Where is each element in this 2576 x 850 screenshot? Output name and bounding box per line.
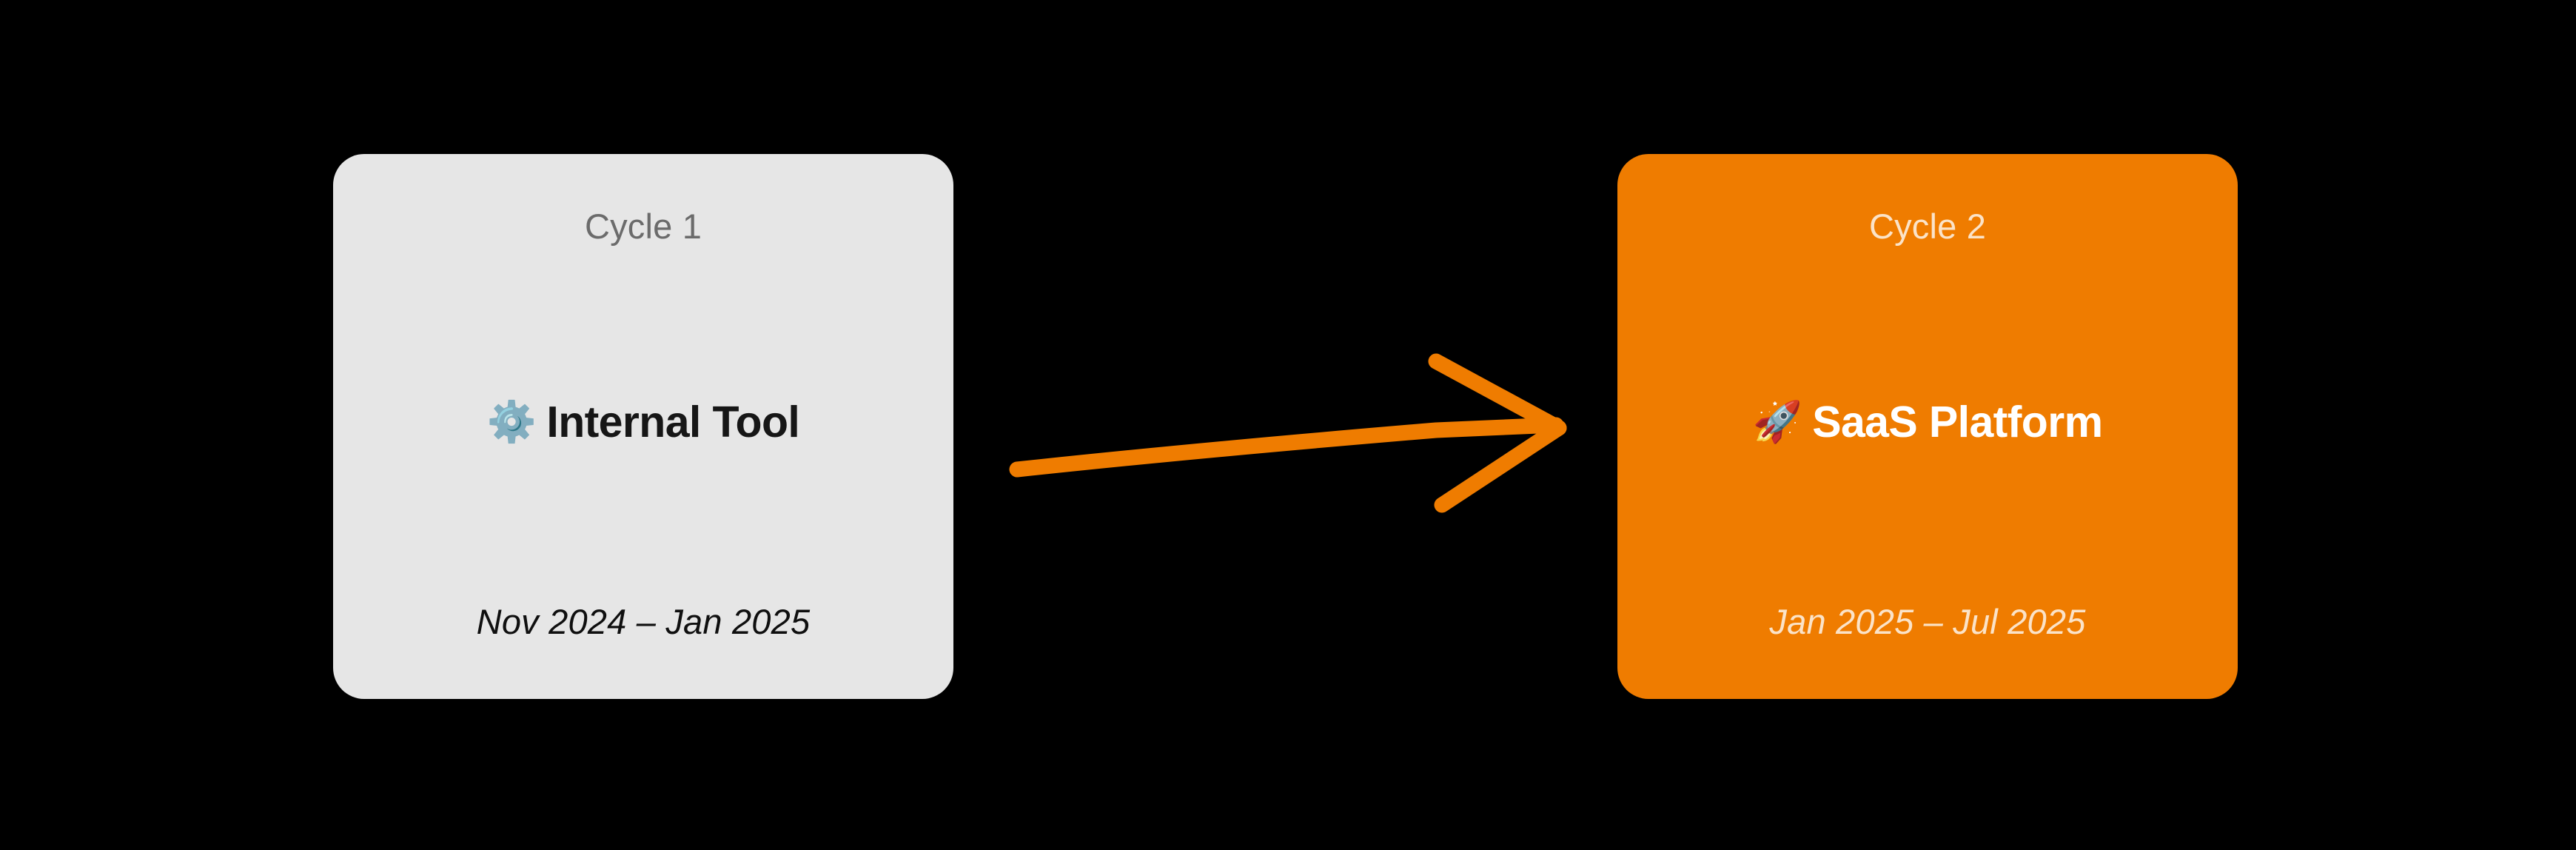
- card-cycle-one-title-row: ⚙️ Internal Tool: [486, 397, 800, 446]
- card-cycle-two[interactable]: Cycle 2 🚀 SaaS Platform Jan 2025 – Jul 2…: [1617, 154, 2238, 699]
- card-cycle-one[interactable]: Cycle 1 ⚙️ Internal Tool Nov 2024 – Jan …: [333, 154, 953, 699]
- card-cycle-two-eyebrow: Cycle 2: [1868, 207, 1987, 246]
- card-cycle-two-title-row: 🚀 SaaS Platform: [1753, 398, 2103, 446]
- card-cycle-one-title: Internal Tool: [546, 397, 800, 446]
- card-cycle-one-dates: Nov 2024 – Jan 2025: [476, 602, 811, 642]
- card-cycle-two-title: SaaS Platform: [1812, 397, 2103, 446]
- card-cycle-one-eyebrow: Cycle 1: [584, 207, 702, 246]
- rocket-emoji-icon: 🚀: [1752, 398, 1802, 445]
- gear-emoji-icon: ⚙️: [486, 398, 537, 445]
- card-cycle-two-dates: Jan 2025 – Jul 2025: [1769, 602, 2086, 642]
